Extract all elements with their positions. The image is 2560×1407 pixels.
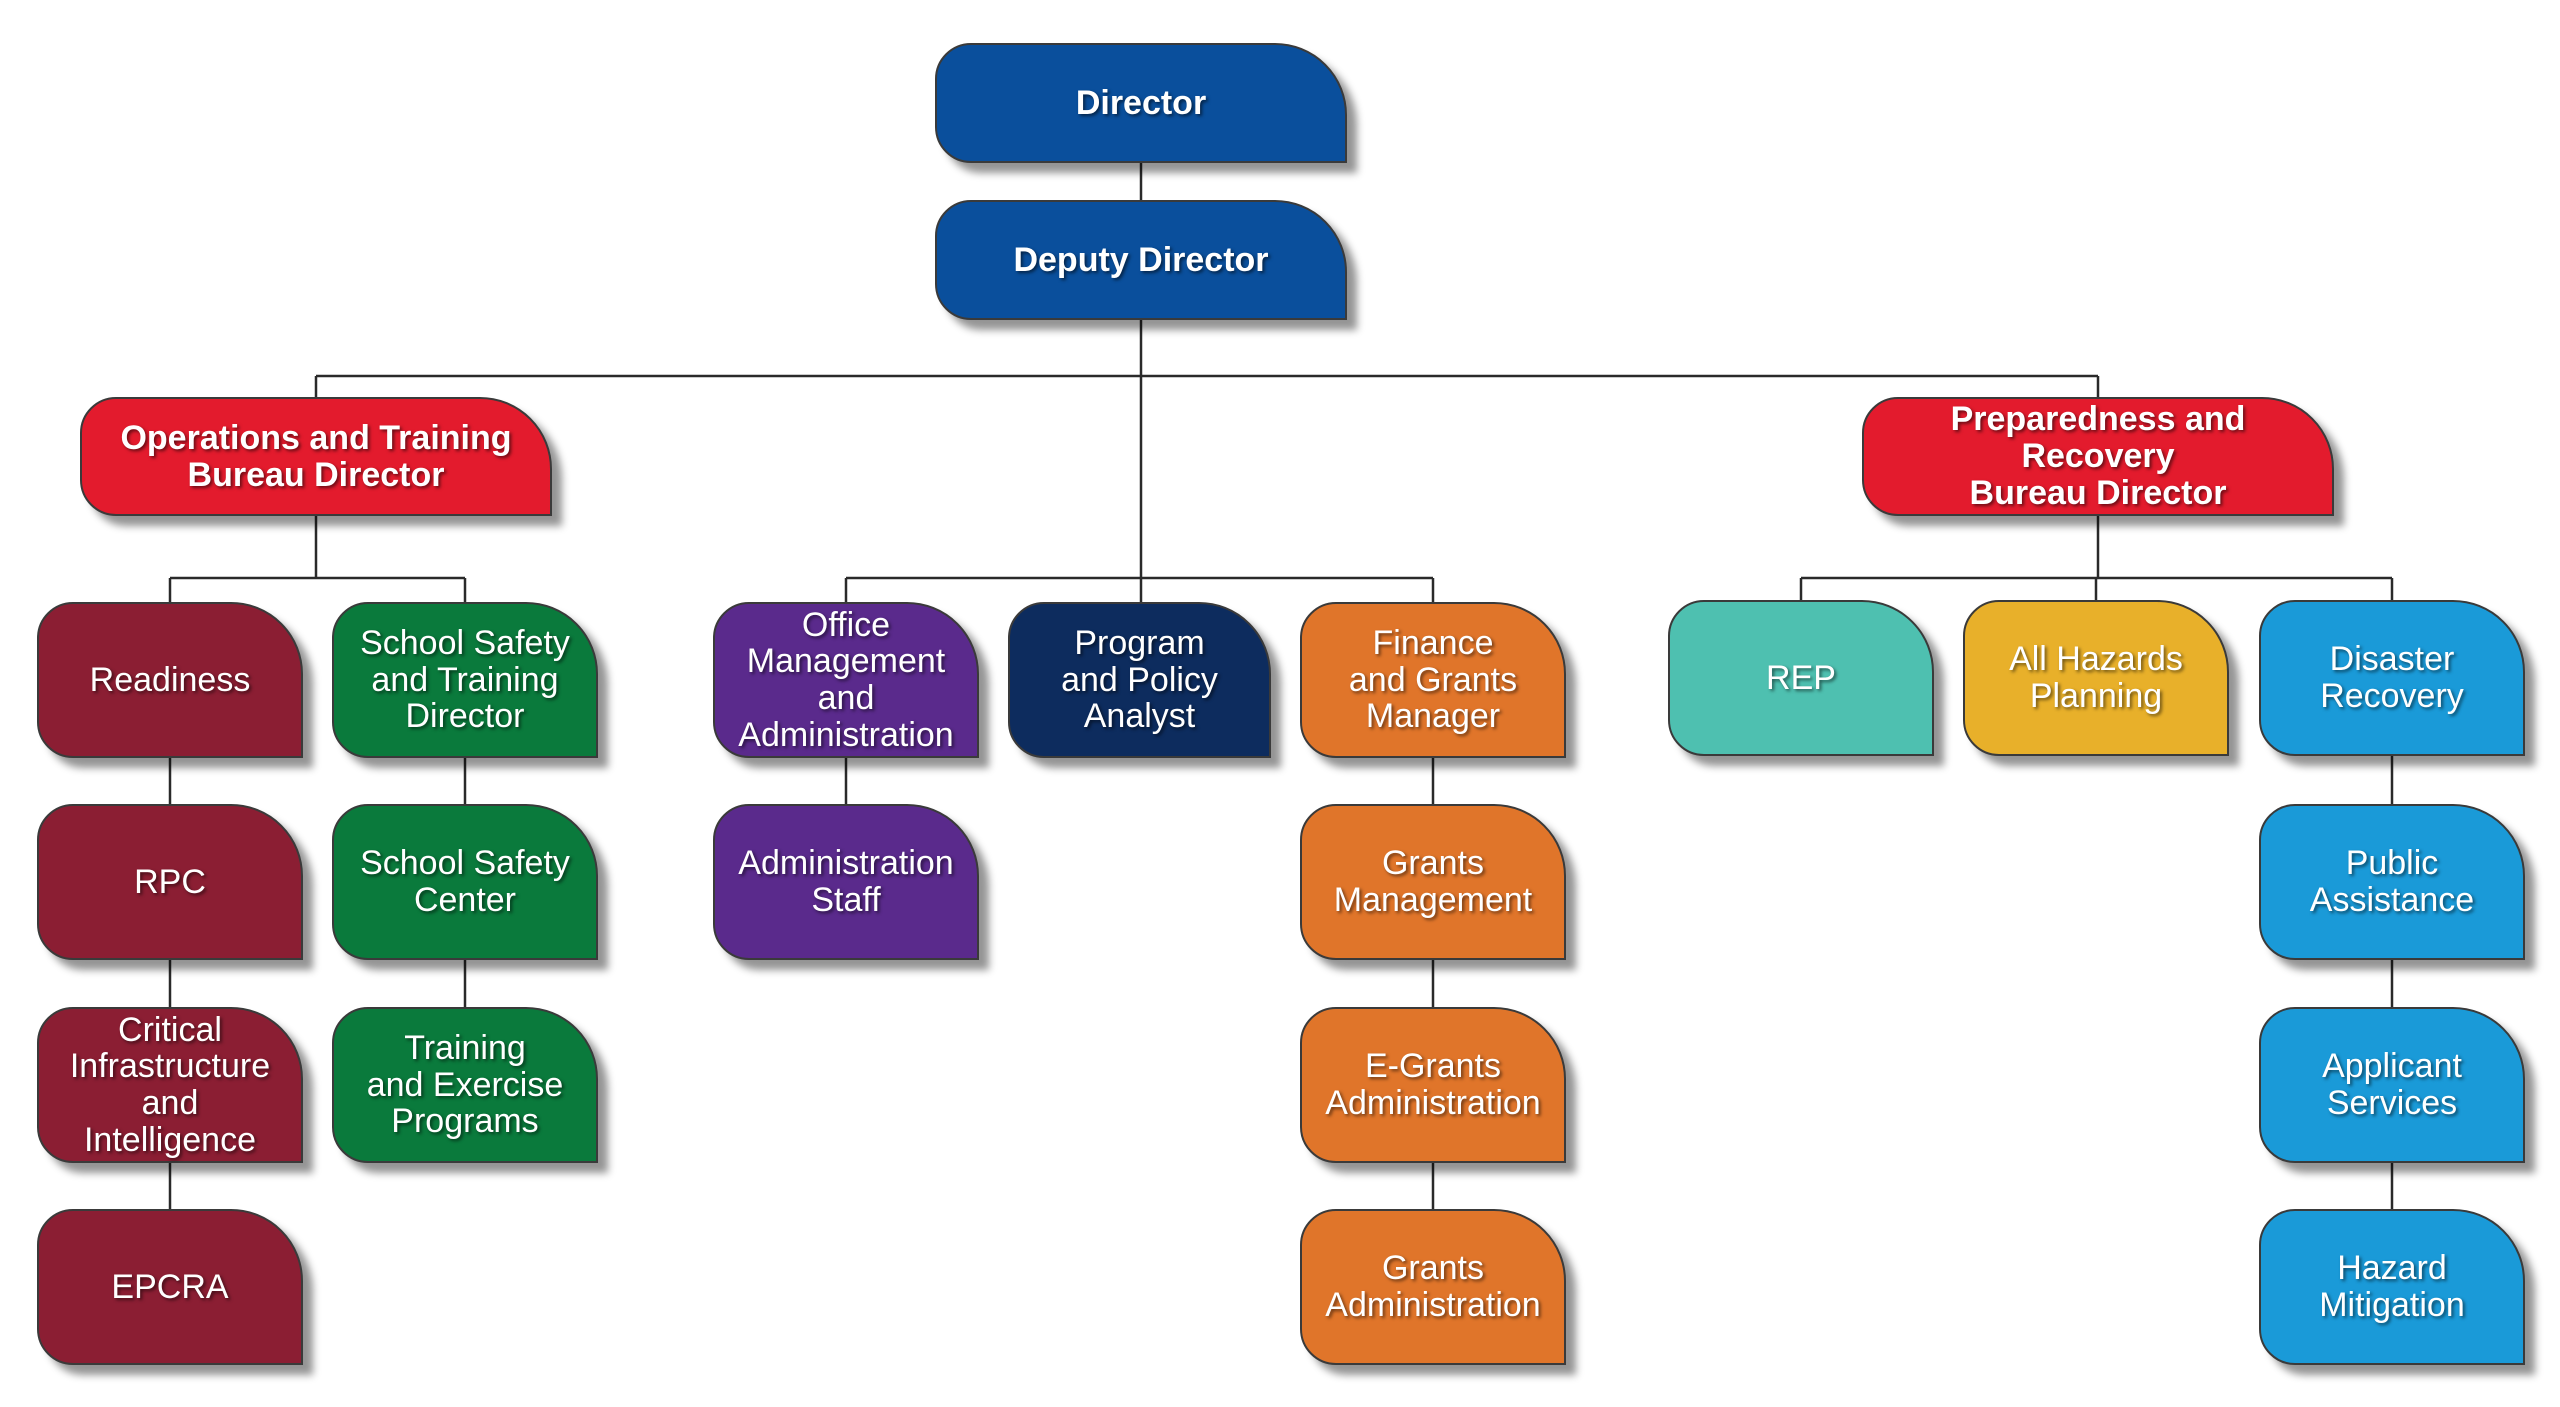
- node-public-assistance: Public Assistance: [2259, 804, 2525, 960]
- node-finance-grants-manager: Finance and Grants Manager: [1300, 602, 1566, 758]
- node-school-safety-director: School Safety and Training Director: [332, 602, 598, 758]
- node-operations-training-bureau-director: Operations and Training Bureau Director: [80, 397, 552, 516]
- node-critical-infrastructure: Critical Infrastructure and Intelligence: [37, 1007, 303, 1163]
- node-training-exercise-programs: Training and Exercise Programs: [332, 1007, 598, 1163]
- node-preparedness-recovery-bureau-director: Preparedness and Recovery Bureau Directo…: [1862, 397, 2334, 516]
- node-applicant-services: Applicant Services: [2259, 1007, 2525, 1163]
- node-disaster-recovery: Disaster Recovery: [2259, 600, 2525, 756]
- node-deputy-director: Deputy Director: [935, 200, 1347, 320]
- node-rep: REP: [1668, 600, 1934, 756]
- node-office-management: Office Management and Administration: [713, 602, 979, 758]
- node-school-safety-center: School Safety Center: [332, 804, 598, 960]
- node-administration-staff: Administration Staff: [713, 804, 979, 960]
- node-all-hazards-planning: All Hazards Planning: [1963, 600, 2229, 756]
- node-egrants-administration: E-Grants Administration: [1300, 1007, 1566, 1163]
- node-director: Director: [935, 43, 1347, 163]
- node-readiness: Readiness: [37, 602, 303, 758]
- node-rpc: RPC: [37, 804, 303, 960]
- node-program-policy-analyst: Program and Policy Analyst: [1008, 602, 1271, 758]
- node-epcra: EPCRA: [37, 1209, 303, 1365]
- node-grants-administration: Grants Administration: [1300, 1209, 1566, 1365]
- node-hazard-mitigation: Hazard Mitigation: [2259, 1209, 2525, 1365]
- node-grants-management: Grants Management: [1300, 804, 1566, 960]
